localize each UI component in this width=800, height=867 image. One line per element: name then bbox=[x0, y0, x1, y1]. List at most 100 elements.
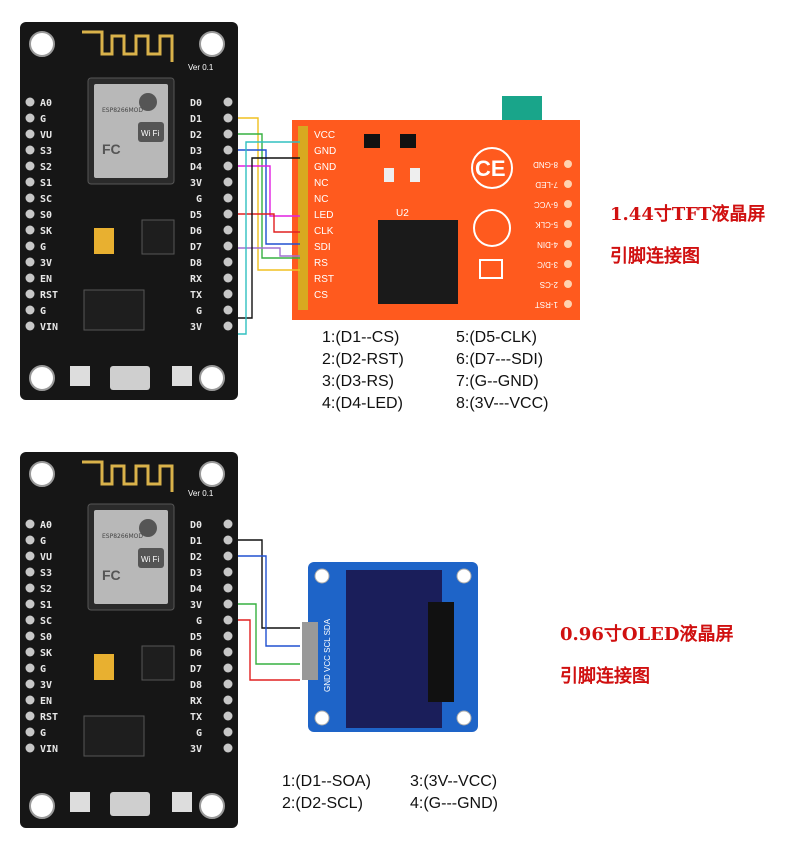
transistor-q1 bbox=[364, 134, 380, 148]
pin-pad bbox=[25, 241, 35, 251]
wifi-badge: Wi Fi bbox=[141, 555, 159, 564]
pin-pad bbox=[223, 225, 233, 235]
pin-pad bbox=[25, 679, 35, 689]
pin-mapping-line: 2:(D2-SCL) bbox=[282, 795, 363, 812]
mount-hole bbox=[199, 461, 225, 487]
pin-pad bbox=[25, 583, 35, 593]
board-pcb bbox=[20, 22, 238, 400]
pin-mapping-line: 4:(D4-LED) bbox=[322, 395, 403, 412]
pin-pad bbox=[223, 273, 233, 283]
mount-hole bbox=[29, 461, 55, 487]
pin-label: A0 bbox=[40, 520, 52, 531]
transistor-q2 bbox=[400, 134, 416, 148]
fcc-badge: FC bbox=[102, 141, 121, 157]
pin-mapping-line: 1:(D1--SOA) bbox=[282, 773, 371, 790]
wifi-badge-icon bbox=[138, 122, 164, 142]
mount-hole bbox=[199, 365, 225, 391]
tft-pad bbox=[564, 160, 572, 168]
pin-mapping-line: 5:(D5-CLK) bbox=[456, 329, 537, 346]
pin-pad bbox=[223, 711, 233, 721]
pin-pad bbox=[223, 193, 233, 203]
nodemcu-board-bottom: Ver 0.1 Wi Fi FC ESP8266MOD A0GVUS3S2S1S… bbox=[20, 452, 238, 828]
pin-mapping-line: 2:(D2-RST) bbox=[322, 351, 404, 368]
pin-label: SK bbox=[40, 648, 52, 659]
pin-pad bbox=[25, 177, 35, 187]
nodemcu-board-top: Ver 0.1 Wi Fi FC ESP8266MOD A0GVUS3S2S1S… bbox=[20, 22, 238, 400]
pin-pad bbox=[223, 647, 233, 657]
pin-label: D8 bbox=[190, 680, 202, 691]
oled-wires bbox=[238, 539, 300, 681]
pin-pad bbox=[25, 519, 35, 529]
pin-pad bbox=[223, 129, 233, 139]
pin-pad bbox=[25, 615, 35, 625]
wire-d1-cs bbox=[238, 117, 300, 271]
pin-label: 3V bbox=[190, 744, 202, 755]
pin-label: D1 bbox=[190, 114, 202, 125]
ce-circle bbox=[471, 147, 513, 189]
tft-pad bbox=[564, 220, 572, 228]
usb-uart-chip bbox=[83, 289, 145, 331]
mount-hole bbox=[29, 31, 55, 57]
pin-label: S0 bbox=[40, 632, 52, 643]
tft-pin-label: CS bbox=[314, 290, 328, 301]
pin-label: D2 bbox=[190, 552, 202, 563]
pin-label: 3V bbox=[190, 178, 202, 189]
mount-hole bbox=[456, 710, 472, 726]
pin-pad bbox=[25, 743, 35, 753]
pin-label: SC bbox=[40, 194, 52, 205]
pin-pad bbox=[223, 305, 233, 315]
pin-label: 3V bbox=[190, 600, 202, 611]
pin-label: D4 bbox=[190, 162, 202, 173]
pin-label: D8 bbox=[190, 258, 202, 269]
antenna-trace bbox=[82, 30, 174, 62]
flash-button[interactable] bbox=[172, 792, 192, 812]
usb-port bbox=[110, 792, 150, 816]
resistor bbox=[410, 168, 420, 182]
pin-pad bbox=[25, 663, 35, 673]
pin-label: D5 bbox=[190, 210, 202, 221]
pin-pad bbox=[25, 209, 35, 219]
pin-pad bbox=[25, 631, 35, 641]
pin-label: VU bbox=[40, 552, 52, 563]
pin-label: D3 bbox=[190, 568, 202, 579]
tft-right-pin-label: 2-CS bbox=[540, 280, 558, 289]
tft-mapping: 1:(D1--CS)2:(D2-RST)3:(D3-RS)4:(D4-LED) … bbox=[322, 329, 548, 412]
pin-label: G bbox=[40, 728, 46, 739]
pin-label: D0 bbox=[190, 520, 202, 531]
oled-subtitle: 引脚连接图 bbox=[560, 665, 650, 687]
rst-button[interactable] bbox=[70, 792, 90, 812]
pin-mapping-line: 6:(D7---SDI) bbox=[456, 351, 543, 368]
pin-pad bbox=[223, 535, 233, 545]
pin-label: S2 bbox=[40, 162, 52, 173]
wifi-badge-icon bbox=[138, 548, 164, 568]
pin-label: VIN bbox=[40, 322, 58, 333]
pin-pad bbox=[25, 321, 35, 331]
tft-pad bbox=[564, 180, 572, 188]
mount-hole bbox=[199, 793, 225, 819]
wire-d2-rst bbox=[238, 133, 300, 259]
pin-label: SK bbox=[40, 226, 52, 237]
pin-pad bbox=[25, 727, 35, 737]
rst-button[interactable] bbox=[70, 366, 90, 386]
mount-hole bbox=[456, 568, 472, 584]
pin-label: S0 bbox=[40, 210, 52, 221]
wire-3v-vcc bbox=[238, 141, 300, 335]
pin-pad bbox=[223, 615, 233, 625]
pin-pad bbox=[223, 145, 233, 155]
pin-label: EN bbox=[40, 696, 52, 707]
pin-label: G bbox=[40, 306, 46, 317]
pin-pad bbox=[25, 647, 35, 657]
oled-flex-cable bbox=[428, 602, 454, 702]
flash-button[interactable] bbox=[172, 366, 192, 386]
pin-label: RST bbox=[40, 290, 58, 301]
ce-mark: CE bbox=[475, 156, 506, 181]
tft-pin-label: NC bbox=[314, 178, 328, 189]
tft-pin-label: VCC bbox=[314, 130, 335, 141]
pin-label: G bbox=[40, 114, 46, 125]
regulator-chip bbox=[141, 219, 175, 255]
pin-label: S3 bbox=[40, 568, 52, 579]
pin-pad bbox=[25, 535, 35, 545]
pin-pad bbox=[25, 257, 35, 267]
